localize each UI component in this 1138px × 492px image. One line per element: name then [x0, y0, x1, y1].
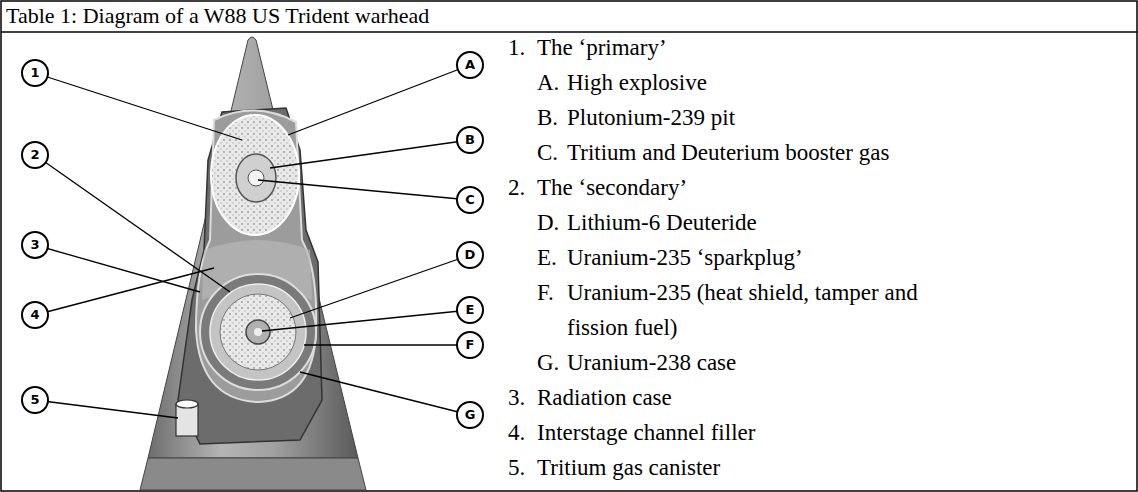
callout-number: A	[465, 58, 475, 72]
list-text: Tritium and Deuterium booster gas	[567, 135, 889, 170]
list-text: Radiation case	[537, 380, 672, 415]
callout-circle: G	[456, 401, 484, 429]
list-marker: F.	[537, 275, 554, 310]
callout-number: 5	[30, 393, 39, 407]
list-text: Uranium-235 (heat shield, tamper and fis…	[567, 275, 967, 345]
callout-number: 3	[30, 238, 39, 252]
list-marker: E.	[537, 240, 557, 275]
list-marker: 1.	[508, 30, 525, 65]
callout-circle: 4	[21, 301, 49, 329]
reentry-cone	[148, 37, 358, 458]
plutonium-pit	[236, 154, 276, 202]
callout-circle: B	[456, 126, 484, 154]
list-text: The ‘primary’	[537, 30, 667, 65]
list-marker: B.	[537, 100, 558, 135]
callout-circle: C	[456, 186, 484, 214]
callout-number: B	[465, 133, 475, 147]
list-text: Lithium-6 Deuteride	[567, 205, 757, 240]
callout-number: 1	[30, 66, 39, 80]
callout-circle: 2	[21, 141, 49, 169]
callout-number: D	[465, 248, 476, 262]
list-marker: 4.	[508, 415, 525, 450]
cone-base	[140, 458, 366, 490]
cutaway-opening	[178, 108, 322, 444]
list-marker: 3.	[508, 380, 525, 415]
callout-number: 4	[30, 308, 39, 322]
list-marker: A.	[537, 65, 559, 100]
callout-number: G	[465, 408, 476, 422]
tritium-canister	[176, 404, 198, 436]
leader-lines	[35, 65, 470, 418]
callout-number: C	[465, 193, 475, 207]
list-text: Uranium-235 ‘sparkplug’	[567, 240, 803, 275]
list-text: Uranium-238 case	[567, 345, 736, 380]
sparkplug	[246, 320, 270, 344]
booster-gas	[248, 170, 264, 186]
callout-circle: 3	[21, 231, 49, 259]
sparkplug-core	[254, 328, 262, 336]
callout-circle: E	[456, 296, 484, 324]
radiation-case	[196, 110, 316, 402]
callout-number: F	[466, 338, 475, 352]
u238-case	[200, 274, 316, 390]
u235-tamper	[210, 284, 306, 380]
callout-circle: 5	[21, 386, 49, 414]
callout-circle: 1	[21, 59, 49, 87]
list-text: Plutonium-239 pit	[567, 100, 735, 135]
canister-top	[176, 400, 198, 408]
list-marker: G.	[537, 345, 559, 380]
table-rule	[1, 31, 1137, 33]
callout-circle: F	[456, 331, 484, 359]
high-explosive	[211, 115, 299, 235]
callout-circle: A	[456, 51, 484, 79]
callout-number: 2	[30, 148, 39, 162]
list-marker: 2.	[508, 170, 525, 205]
list-text: The ‘secondary’	[537, 170, 687, 205]
list-marker: D.	[537, 205, 559, 240]
list-text: Interstage channel filler	[537, 415, 755, 450]
list-text: High explosive	[567, 65, 707, 100]
callout-circle: D	[456, 241, 484, 269]
table-title: Table 1: Diagram of a W88 US Trident war…	[6, 3, 429, 29]
list-text: Tritium gas canister	[537, 450, 720, 485]
lithium-deuteride	[220, 294, 296, 370]
list-marker: 5.	[508, 450, 525, 485]
callout-number: E	[466, 303, 475, 317]
list-marker: C.	[537, 135, 558, 170]
